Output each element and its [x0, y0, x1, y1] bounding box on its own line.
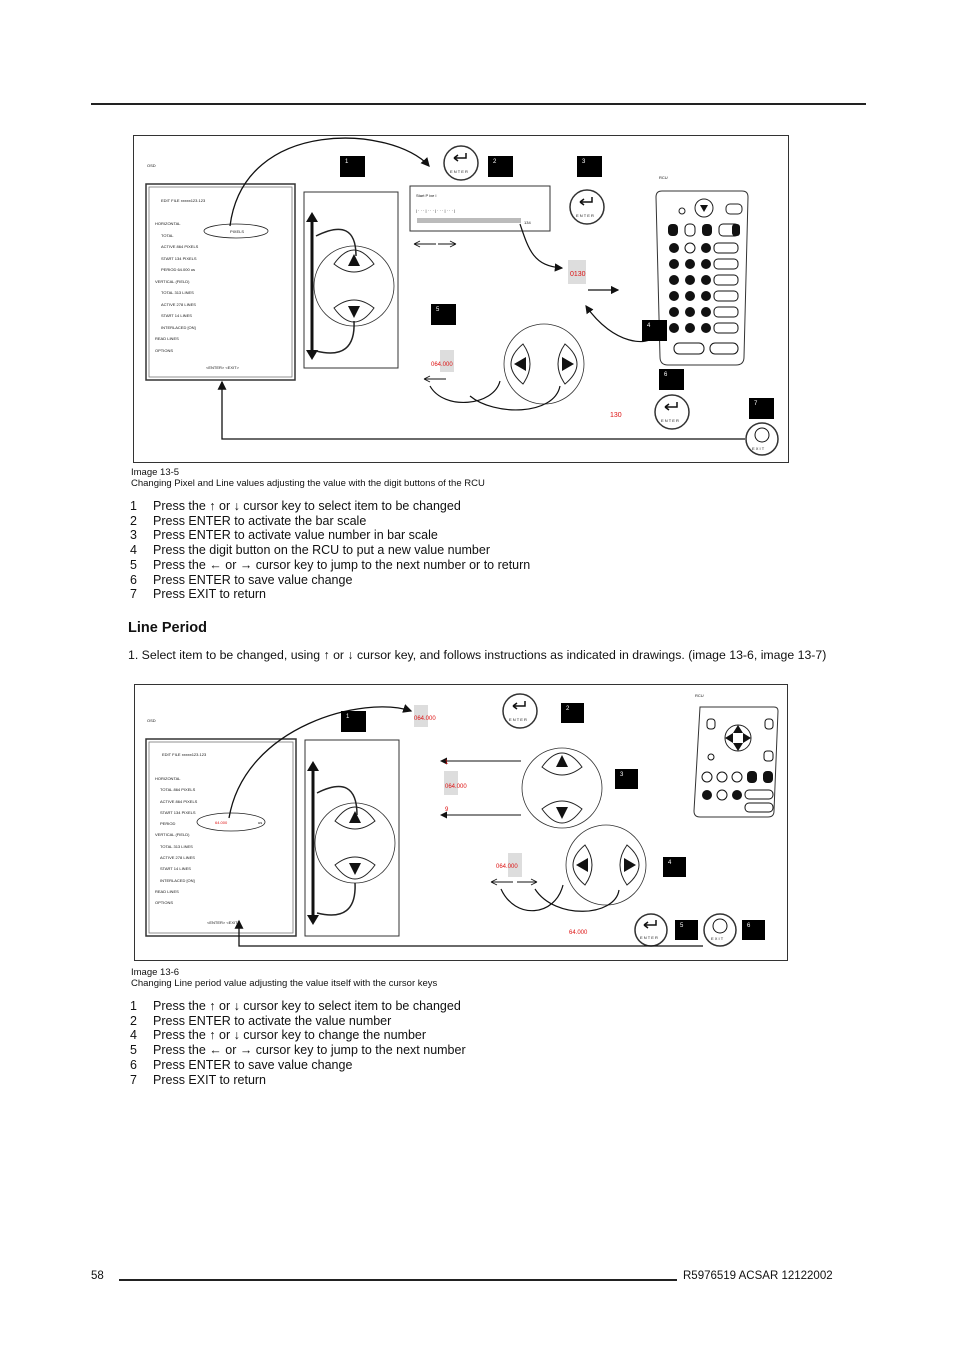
osd-label-2: OSD	[147, 718, 156, 723]
step-label-4: 4	[663, 857, 686, 877]
value-final: 64.000	[569, 930, 588, 936]
exit-label-2: E X I T	[711, 936, 724, 941]
osd-label: OSD	[147, 163, 156, 168]
exit-key	[745, 422, 779, 456]
step-label-3: 3	[615, 769, 638, 789]
value-130: 130	[610, 412, 622, 419]
figure-13-6-caption: Image 13-6 Changing Line period value ad…	[131, 967, 437, 989]
enter-key-2	[569, 189, 605, 225]
value-1: 1	[445, 760, 449, 766]
enter-label-2: E N T E R	[576, 213, 594, 218]
osd-footer-2: <ENTER> <EXIT>	[207, 920, 240, 925]
value-0130: 0130	[570, 271, 586, 278]
down-arrow-key	[348, 306, 360, 318]
value-top: 064.000	[414, 716, 436, 722]
enter-key-1	[443, 145, 479, 181]
enter-label-3: E N T E R	[661, 418, 679, 423]
page-number: 58	[91, 1270, 104, 1282]
up-arrow-key	[348, 254, 360, 266]
menu-period-unit: us	[258, 820, 263, 825]
rcu-label: RCU	[659, 175, 668, 180]
section-paragraph: 1. Select item to be changed, using ↑ or…	[128, 648, 827, 662]
osd-file-title-2: EDIT FILE xxxxx123.123	[162, 752, 207, 757]
highlight-ellipse	[203, 223, 269, 239]
step-label-1: 1	[341, 711, 366, 732]
bar-end-value: 134	[524, 220, 531, 225]
exit-key-2	[703, 913, 737, 947]
step-label-2: 2	[488, 156, 513, 177]
figure-13-6-drawing	[145, 693, 779, 947]
osd-highlight-text: PIXELS	[230, 229, 245, 234]
rcu-label-2: RCU	[695, 693, 704, 698]
osd-menu-frame-2	[145, 738, 297, 937]
right-arrow-key	[562, 357, 574, 371]
bar-scale-ticks: | · · · | · · · | · · · | · · · |	[416, 208, 455, 213]
step-label-3: 3	[577, 156, 602, 177]
caption-title: Image 13-5	[131, 467, 180, 478]
step-label-6: 6	[659, 369, 684, 390]
figure-13-5-drawing	[145, 137, 779, 456]
enter-label-b: E N T E R	[640, 935, 658, 940]
step-label-6: 6	[742, 920, 765, 940]
step-label-5: 5	[431, 304, 456, 325]
figure-13-5-caption: Image 13-5 Changing Pixel and Line value…	[131, 467, 485, 489]
step-label-5: 5	[675, 920, 698, 940]
enter-label-1: E N T E R	[450, 169, 468, 174]
step-label-7: 7	[749, 398, 774, 419]
document-reference: R5976519 ACSAR 12122002	[683, 1270, 833, 1282]
step-label-2: 2	[561, 703, 584, 723]
step-label-4: 4	[642, 320, 667, 341]
header-rule	[91, 103, 866, 105]
step-label-1: 1	[340, 156, 365, 177]
enter-key-3	[654, 394, 690, 430]
menu-period-value: 64.000	[215, 820, 228, 825]
caption-text: Changing Pixel and Line values adjusting…	[131, 478, 485, 489]
enter-label-a: E N T E R	[509, 717, 527, 722]
rcu-buttons	[668, 223, 740, 355]
section-heading: Line Period	[128, 620, 207, 636]
value-mid: 064.000	[445, 784, 467, 790]
osd-file-title: EDIT FILE xxxxx123.123	[161, 198, 206, 203]
osd-menu-frame	[145, 183, 296, 381]
footer-rule	[119, 1279, 677, 1281]
caption-title: Image 13-6	[131, 967, 180, 978]
enter-key-b	[634, 913, 668, 947]
cursor-panel	[303, 191, 399, 369]
bar-title: Start P ixe l	[416, 193, 437, 198]
caption-text: Changing Line period value adjusting the…	[131, 978, 438, 989]
enter-key-a	[502, 693, 538, 729]
value-064: 064.000	[431, 362, 453, 368]
bar-scale-box	[409, 185, 551, 232]
value-9: 9	[445, 807, 449, 813]
osd-footer: <ENTER> <EXIT>	[206, 365, 239, 370]
left-arrow-key	[514, 357, 526, 371]
value-lower: 064.000	[496, 864, 518, 870]
exit-label: E X I T	[752, 446, 765, 451]
